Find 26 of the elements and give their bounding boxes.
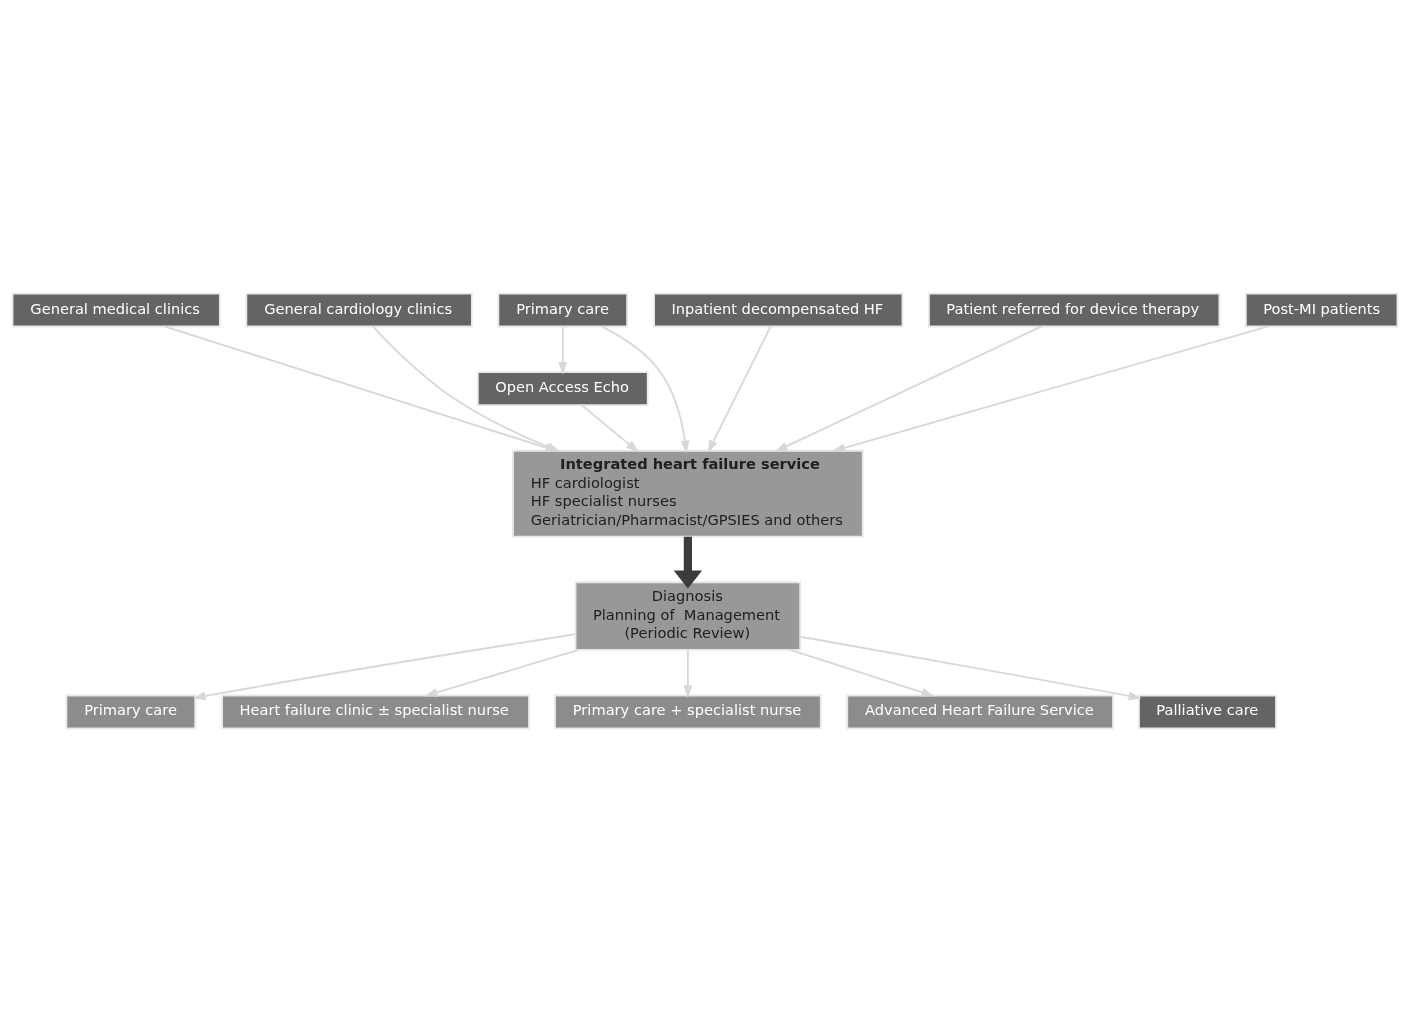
node-box: Primary care: [65, 694, 197, 729]
node-box: Inpatient decompensated HF: [653, 292, 904, 327]
arrow: [558, 325, 568, 375]
node-box: Open Access Echo: [476, 370, 649, 406]
node-box: General medical clinics: [11, 292, 221, 327]
node-box: Post-MI patients: [1244, 292, 1399, 327]
arrow: [799, 635, 1142, 700]
arrow: [832, 325, 1269, 452]
node-box: Advanced Heart Failure Service: [846, 694, 1114, 729]
arrow: [774, 325, 1042, 452]
node-box: Palliative care: [1138, 694, 1277, 729]
node-box: Diagnosis Planning of Management (Periodic Review): [574, 580, 802, 651]
node-box: Primary care: [497, 292, 629, 327]
arrow: [192, 632, 577, 700]
arrow: [683, 648, 693, 698]
node-box: Heart failure clinic ± specialist nurse: [221, 694, 530, 729]
node-box: Integrated heart failure service HF cardiologist HF specialist nurses Geriatrician/Pharmacist/GPSIES and others: [512, 449, 864, 537]
arrow: [601, 325, 690, 453]
arrow: [789, 648, 935, 697]
node-box: General cardiology clinics: [245, 292, 473, 327]
arrow: [424, 648, 580, 697]
arrow: [580, 403, 639, 452]
arrow: [707, 325, 772, 453]
node-box: Primary care + specialist nurse: [554, 694, 822, 729]
arrow: [673, 536, 703, 589]
node-box: Patient referred for device therapy: [928, 292, 1221, 327]
